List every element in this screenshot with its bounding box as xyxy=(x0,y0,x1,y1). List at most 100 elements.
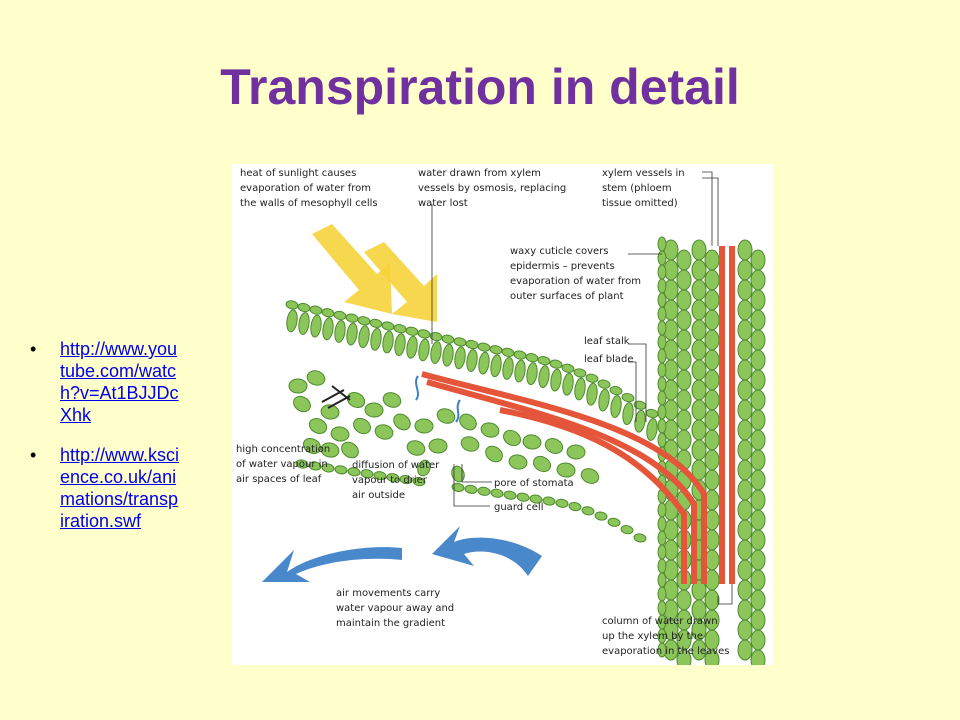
label-line: air outside xyxy=(352,490,405,501)
cell xyxy=(580,468,600,484)
kscience-link[interactable]: http://www.kscience.co.uk/animations/tra… xyxy=(60,445,180,531)
cell xyxy=(360,469,374,479)
slide-title: Transpiration in detail xyxy=(220,59,740,115)
cell xyxy=(691,339,707,361)
cell xyxy=(676,289,692,311)
cell xyxy=(691,239,707,261)
cell xyxy=(341,441,359,459)
cell xyxy=(750,289,766,311)
cell xyxy=(737,319,753,341)
cell xyxy=(502,356,514,380)
bullet-icon: • xyxy=(30,445,37,465)
cell xyxy=(346,392,366,408)
cell xyxy=(657,530,667,546)
cell xyxy=(657,362,667,378)
cell xyxy=(568,501,582,512)
cell xyxy=(657,264,667,280)
sunlight-arrow xyxy=(312,224,392,314)
sunlight-arrows xyxy=(312,224,437,322)
cell xyxy=(704,469,720,491)
cell xyxy=(609,385,623,396)
cell xyxy=(737,499,753,521)
cell xyxy=(676,269,692,291)
cell xyxy=(293,395,311,413)
cell xyxy=(657,236,667,252)
cell xyxy=(657,642,667,658)
cell xyxy=(750,509,766,531)
cell xyxy=(622,402,634,426)
cell xyxy=(676,369,692,391)
cell xyxy=(633,533,647,543)
cell xyxy=(333,310,347,321)
cell xyxy=(704,569,720,591)
cell xyxy=(750,469,766,491)
label-pore: pore of stomata xyxy=(494,478,574,489)
cell xyxy=(598,388,610,412)
cell xyxy=(676,309,692,331)
cell xyxy=(477,342,491,352)
label-line: maintain the gradient xyxy=(336,618,445,629)
cell xyxy=(750,329,766,351)
cell xyxy=(750,309,766,331)
air-arrow xyxy=(432,526,542,576)
cell xyxy=(345,313,359,323)
cell xyxy=(522,434,542,450)
cell xyxy=(321,463,335,473)
cell xyxy=(430,341,442,364)
cell xyxy=(321,308,335,318)
cell xyxy=(657,418,667,434)
cell xyxy=(310,314,322,338)
cell xyxy=(480,422,500,438)
cell xyxy=(302,437,322,455)
cell xyxy=(657,250,667,266)
label-line: pore of stomata xyxy=(494,478,574,489)
cell xyxy=(750,249,766,271)
cell xyxy=(657,390,667,406)
cell xyxy=(657,516,667,532)
cell xyxy=(544,438,564,454)
cell xyxy=(285,300,299,310)
cell xyxy=(607,517,621,527)
cell xyxy=(704,449,720,471)
label-line: up the xylem by the xyxy=(602,631,703,642)
cell xyxy=(750,369,766,391)
cell xyxy=(657,404,667,420)
cell xyxy=(334,465,348,475)
xylem-vessel xyxy=(426,379,697,584)
label-line: column of water drawn xyxy=(602,616,718,627)
cell xyxy=(657,320,667,336)
plant-cells xyxy=(285,236,766,665)
cell xyxy=(555,498,569,508)
cell xyxy=(501,347,515,358)
cell xyxy=(574,377,586,401)
cell xyxy=(347,467,361,477)
air-movement-arrows xyxy=(262,526,542,582)
cell xyxy=(704,249,720,271)
cell xyxy=(691,639,707,661)
sunlight-arrow xyxy=(364,242,437,322)
cell xyxy=(382,392,402,408)
cell xyxy=(704,269,720,291)
cell xyxy=(503,429,521,447)
cell xyxy=(691,419,707,441)
cell xyxy=(594,511,608,521)
cell xyxy=(322,317,334,341)
cell xyxy=(657,334,667,350)
xylem-vessel xyxy=(499,407,687,584)
cell xyxy=(382,330,394,354)
label-leaf-blade: leaf blade xyxy=(584,354,634,365)
cell xyxy=(353,417,371,435)
cell xyxy=(657,600,667,616)
cell xyxy=(750,269,766,291)
cell xyxy=(386,473,400,483)
cell xyxy=(417,459,431,477)
label-line: evaporation of water from xyxy=(240,183,371,194)
cell xyxy=(704,329,720,351)
vapour-arrows xyxy=(321,375,461,423)
youtube-link[interactable]: http://www.youtube.com/watch?v=At1BJJDcX… xyxy=(60,339,179,425)
